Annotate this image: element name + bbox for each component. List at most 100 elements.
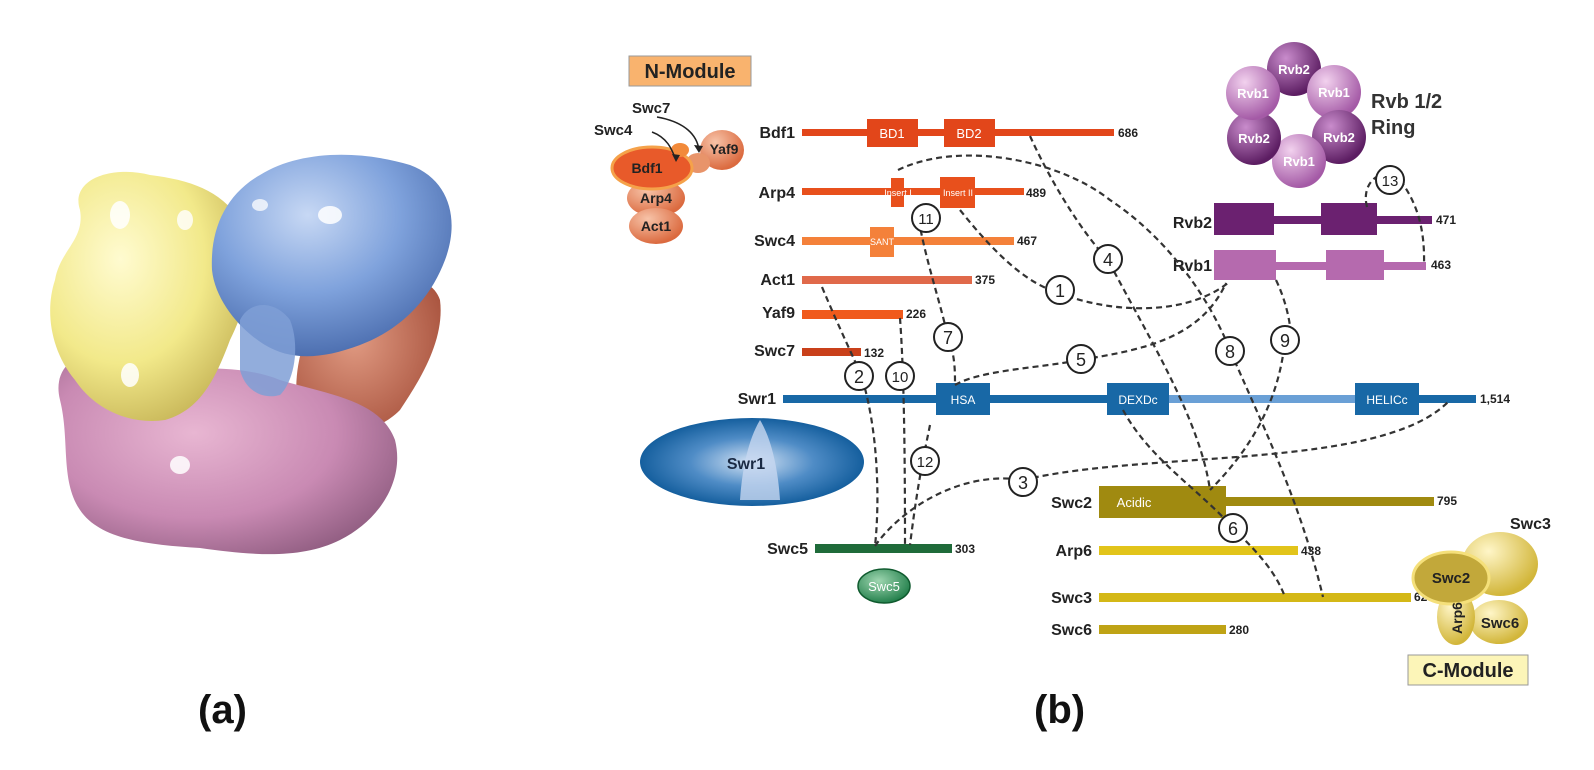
svg-text:3: 3	[1018, 473, 1028, 493]
svg-text:7: 7	[943, 328, 953, 348]
crosslink-13: 13	[1375, 165, 1405, 195]
cluster-act1	[629, 208, 683, 244]
svg-text:Swr1: Swr1	[727, 456, 765, 473]
svg-text:6: 6	[1228, 519, 1238, 539]
svg-text:HELICc: HELICc	[1366, 393, 1407, 407]
svg-text:489: 489	[1026, 186, 1046, 200]
svg-text:Yaf9: Yaf9	[762, 305, 795, 322]
svg-text:2: 2	[854, 367, 864, 387]
svg-text:226: 226	[906, 307, 926, 321]
svg-text:Rvb2: Rvb2	[1173, 215, 1212, 232]
svg-text:SANT: SANT	[870, 237, 895, 247]
highlight	[170, 456, 190, 474]
swr1-blob: Swr1	[640, 418, 864, 506]
svg-text:N-Module: N-Module	[644, 61, 735, 83]
svg-text:11: 11	[918, 211, 934, 228]
svg-text:467: 467	[1017, 234, 1037, 248]
svg-text:Rvb2: Rvb2	[1323, 130, 1355, 145]
ring-rvb1-right	[1307, 65, 1361, 119]
svg-text:Bdf1: Bdf1	[631, 160, 662, 176]
ring-rvb2-top	[1267, 42, 1321, 96]
crosslink-10: 10	[885, 361, 915, 391]
svg-text:Bdf1: Bdf1	[759, 125, 795, 142]
crosslink-3: 3	[1008, 467, 1038, 497]
crosslink-12: 12	[910, 446, 940, 476]
svg-text:BD1: BD1	[879, 126, 904, 141]
svg-text:HSA: HSA	[951, 393, 976, 407]
c-module-cluster: Swc3 Swc2 Swc6 Arp6	[1411, 516, 1551, 645]
crosslink-6: 6	[1218, 513, 1248, 543]
cluster-swc2	[1411, 550, 1491, 606]
crosslink-5: 5	[1066, 344, 1096, 374]
svg-text:Swr1: Swr1	[738, 391, 776, 408]
n-module-cluster: Bdf1 Yaf9 Arp4 Act1 Swc4 Swc7	[594, 100, 744, 244]
rvb-ring: Rvb2 Rvb1 Rvb2 Rvb1 Rvb2 Rvb1 Rvb 1/2 Ri…	[1226, 42, 1442, 188]
svg-text:Swc4: Swc4	[754, 233, 795, 250]
highlight	[121, 363, 139, 387]
svg-text:Rvb1: Rvb1	[1283, 154, 1315, 169]
highlight	[110, 201, 130, 229]
n-module-label: N-Module	[628, 55, 752, 87]
svg-text:795: 795	[1437, 494, 1457, 508]
svg-text:Yaf9: Yaf9	[710, 141, 739, 157]
svg-text:Insert I: Insert I	[884, 188, 912, 198]
svg-text:Swc2: Swc2	[1051, 495, 1092, 512]
svg-text:10: 10	[892, 369, 909, 386]
svg-text:375: 375	[975, 273, 995, 287]
ring-rvb1-bottom	[1272, 134, 1326, 188]
svg-text:Rvb1: Rvb1	[1318, 85, 1350, 100]
svg-text:686: 686	[1118, 126, 1138, 140]
svg-text:Arp4: Arp4	[640, 190, 672, 206]
svg-text:Swc6: Swc6	[1481, 615, 1519, 632]
crosslink-markers: 1 2 3 4 5 6 7 8 9 10 11 12 13	[844, 165, 1405, 543]
cluster-bdf1	[610, 145, 694, 191]
svg-text:471: 471	[1436, 213, 1456, 227]
svg-text:Swc7: Swc7	[754, 343, 795, 360]
svg-text:Rvb2: Rvb2	[1278, 62, 1310, 77]
svg-text:280: 280	[1229, 623, 1249, 637]
svg-text:C-Module: C-Module	[1422, 660, 1513, 682]
svg-text:Rvb2: Rvb2	[1238, 131, 1270, 146]
crosslink-4: 4	[1093, 244, 1123, 274]
svg-text:303: 303	[955, 542, 975, 556]
crosslink-1: 1	[1045, 275, 1075, 305]
density-yellow-lobe	[50, 171, 251, 421]
ring-rvb2-right	[1312, 110, 1366, 164]
svg-text:Act1: Act1	[641, 218, 672, 234]
svg-text:9: 9	[1280, 331, 1290, 351]
svg-text:Acidic: Acidic	[1117, 495, 1152, 510]
svg-text:Swc5: Swc5	[868, 579, 900, 594]
ring-rvb1-left	[1226, 66, 1280, 120]
protein-bars: Bdf1 BD1 BD2 686 Arp4 Insert I Insert II…	[738, 119, 1510, 639]
swc5-blob: Swc5	[857, 568, 911, 604]
svg-text:4: 4	[1103, 250, 1113, 270]
svg-text:1,514: 1,514	[1480, 392, 1510, 406]
svg-text:Insert II: Insert II	[943, 188, 973, 198]
svg-text:12: 12	[917, 454, 934, 471]
svg-text:DEXDc: DEXDc	[1118, 393, 1157, 407]
svg-text:Swc2: Swc2	[1432, 570, 1470, 587]
highlight	[252, 199, 268, 211]
svg-text:Arp6: Arp6	[1056, 543, 1093, 560]
density-blue-stem	[240, 305, 296, 397]
svg-text:5: 5	[1076, 350, 1086, 370]
cluster-swc6	[1470, 600, 1528, 644]
svg-text:1: 1	[1055, 281, 1065, 301]
crosslink-11: 11	[911, 203, 941, 233]
panel-label-a: (a)	[198, 688, 247, 732]
c-module-label: C-Module	[1407, 654, 1529, 686]
crosslink-2: 2	[844, 361, 874, 391]
cluster-yaf9	[700, 130, 744, 170]
svg-text:Swc4: Swc4	[594, 122, 633, 139]
svg-text:Rvb1: Rvb1	[1173, 258, 1212, 275]
density-blue-lobe	[211, 154, 452, 357]
svg-text:Rvb 1/2: Rvb 1/2	[1371, 91, 1442, 113]
svg-text:132: 132	[864, 346, 884, 360]
svg-text:Arp4: Arp4	[759, 185, 796, 202]
svg-text:Swc3: Swc3	[1051, 590, 1092, 607]
svg-text:Swc3: Swc3	[1510, 516, 1551, 533]
svg-text:Act1: Act1	[760, 272, 795, 289]
ring-rvb2-left	[1227, 111, 1281, 165]
svg-text:463: 463	[1431, 258, 1451, 272]
